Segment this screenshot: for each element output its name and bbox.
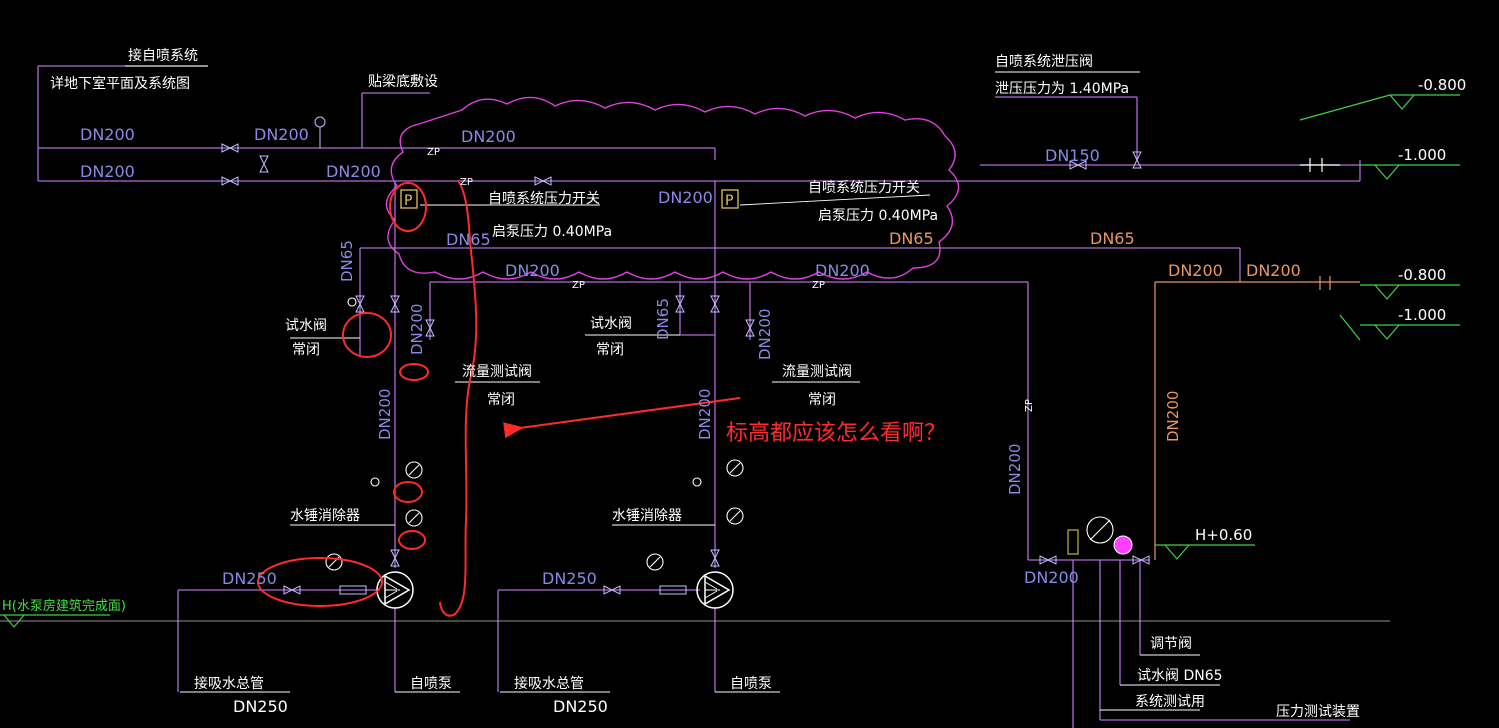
level-4: -1.000: [1398, 306, 1446, 324]
floor-label: H(水泵房建筑完成面): [2, 598, 126, 614]
dn200-vert-5: DN200: [1006, 444, 1024, 495]
flow-valve-1: 流量测试阀: [462, 364, 532, 380]
pressure-switch-p-2: P: [725, 193, 733, 209]
flow-valve-2: 流量测试阀: [782, 364, 852, 380]
dn200-vert-3: DN200: [376, 389, 394, 440]
dn250-1: DN250: [222, 569, 277, 588]
flow-valve-1-state: 常闭: [487, 392, 515, 408]
level-marks: [0, 94, 1460, 628]
red-arrow: [503, 397, 741, 439]
dn200-orange-1: DN200: [1168, 261, 1223, 280]
dn200-orange-2: DN200: [1246, 261, 1301, 280]
beam-note: 贴梁底敷设: [368, 74, 438, 90]
dn200-mid-1: DN200: [505, 261, 560, 280]
pumps: [376, 571, 734, 609]
dn65-vert-1: DN65: [338, 240, 356, 282]
pressure-switch-box-2: [721, 189, 739, 209]
valves: [221, 116, 1150, 595]
dn200-vert-orange: DN200: [1164, 391, 1182, 442]
dn200-mid-2: DN200: [815, 261, 870, 280]
pressure-test-device: 压力测试装置: [1276, 704, 1360, 720]
water-hammer-2: 水锤消除器: [612, 508, 682, 524]
level-3: -0.800: [1398, 266, 1446, 284]
test-valve-1: 试水阀: [285, 318, 327, 334]
suction-main-2-dn: DN250: [553, 697, 608, 716]
suction-main-1: 接吸水总管: [194, 675, 264, 692]
fittings: [1300, 158, 1340, 172]
pressure-switch-2-title: 自喷系统压力开关: [808, 180, 920, 196]
dn65-1: DN65: [446, 230, 491, 249]
pressure-switch-1-title: 自喷系统压力开关: [488, 191, 600, 207]
zp-3: ZP: [572, 280, 585, 291]
pressure-switch-p-1: P: [404, 193, 412, 209]
top-left-sub: 详地下室平面及系统图: [50, 75, 190, 92]
test-valve-dn65: 试水阀 DN65: [1137, 668, 1223, 684]
dn200-vert-4: DN200: [696, 389, 714, 440]
level-1: -0.800: [1418, 76, 1466, 94]
pressure-switch-box-1: [400, 189, 418, 209]
dn65-vert-2: DN65: [654, 298, 672, 340]
zp-5: ZP: [1024, 399, 1035, 412]
water-hammer-1: 水锤消除器: [290, 508, 360, 524]
red-annotations: [257, 179, 741, 617]
suction-main-1-dn: DN250: [233, 697, 288, 716]
gauges: [325, 297, 1114, 571]
red-scribble-line: [439, 179, 478, 617]
pressure-switch-2-pressure: 启泵压力 0.40MPa: [818, 208, 938, 224]
dn200-top-1: DN200: [80, 125, 135, 144]
dn200-top-4: DN200: [326, 162, 381, 181]
top-left-title: 接自喷系统: [128, 47, 198, 64]
dn200-vert-2: DN200: [756, 309, 774, 360]
level-h060: H+0.60: [1195, 526, 1252, 544]
dn200-top-3: DN200: [254, 125, 309, 144]
system-test: 系统测试用: [1135, 694, 1205, 710]
pipes: [0, 65, 1390, 728]
pump-2-label: 自喷泵: [730, 676, 772, 692]
dn200-vert-1: DN200: [408, 304, 426, 355]
leader-lines: [125, 65, 1220, 711]
flow-valve-2-state: 常闭: [808, 392, 836, 408]
orange-pipes: [1154, 276, 1360, 560]
zp-1: ZP: [427, 147, 440, 158]
dn200-top-5: DN200: [461, 127, 516, 146]
zp-4: ZP: [812, 280, 825, 291]
dn200-bottom: DN200: [1024, 568, 1079, 587]
pressure-gauge-magenta: [1113, 535, 1133, 555]
test-valve-1-state: 常闭: [292, 342, 320, 358]
dn250-2: DN250: [542, 569, 597, 588]
test-valve-2-state: 常闭: [596, 342, 624, 358]
text-layer: 接自喷系统 详地下室平面及系统图 贴梁底敷设 自喷系统泄压阀 泄压压力为 1.4…: [2, 47, 1466, 720]
question-text: 标高都应该怎么看啊？: [726, 421, 946, 446]
dn65-2: DN65: [889, 229, 934, 248]
dn150: DN150: [1045, 146, 1100, 165]
test-valve-2: 试水阀: [590, 316, 632, 332]
dn65-3: DN65: [1090, 229, 1135, 248]
pump-1-label: 自喷泵: [410, 676, 452, 692]
suction-main-2: 接吸水总管: [514, 675, 584, 692]
pressure-switch-1-pressure: 启泵压力 0.40MPa: [492, 224, 612, 240]
zp-2: ZP: [460, 177, 473, 188]
level-2: -1.000: [1398, 146, 1446, 164]
dn200-top-2: DN200: [80, 162, 135, 181]
relief-valve-title: 自喷系统泄压阀: [995, 54, 1093, 70]
relief-valve-pressure: 泄压压力为 1.40MPa: [995, 81, 1129, 97]
revision-cloud: [385, 96, 960, 280]
regulating-valve: 调节阀: [1150, 636, 1192, 652]
dn200-top-6: DN200: [658, 188, 713, 207]
